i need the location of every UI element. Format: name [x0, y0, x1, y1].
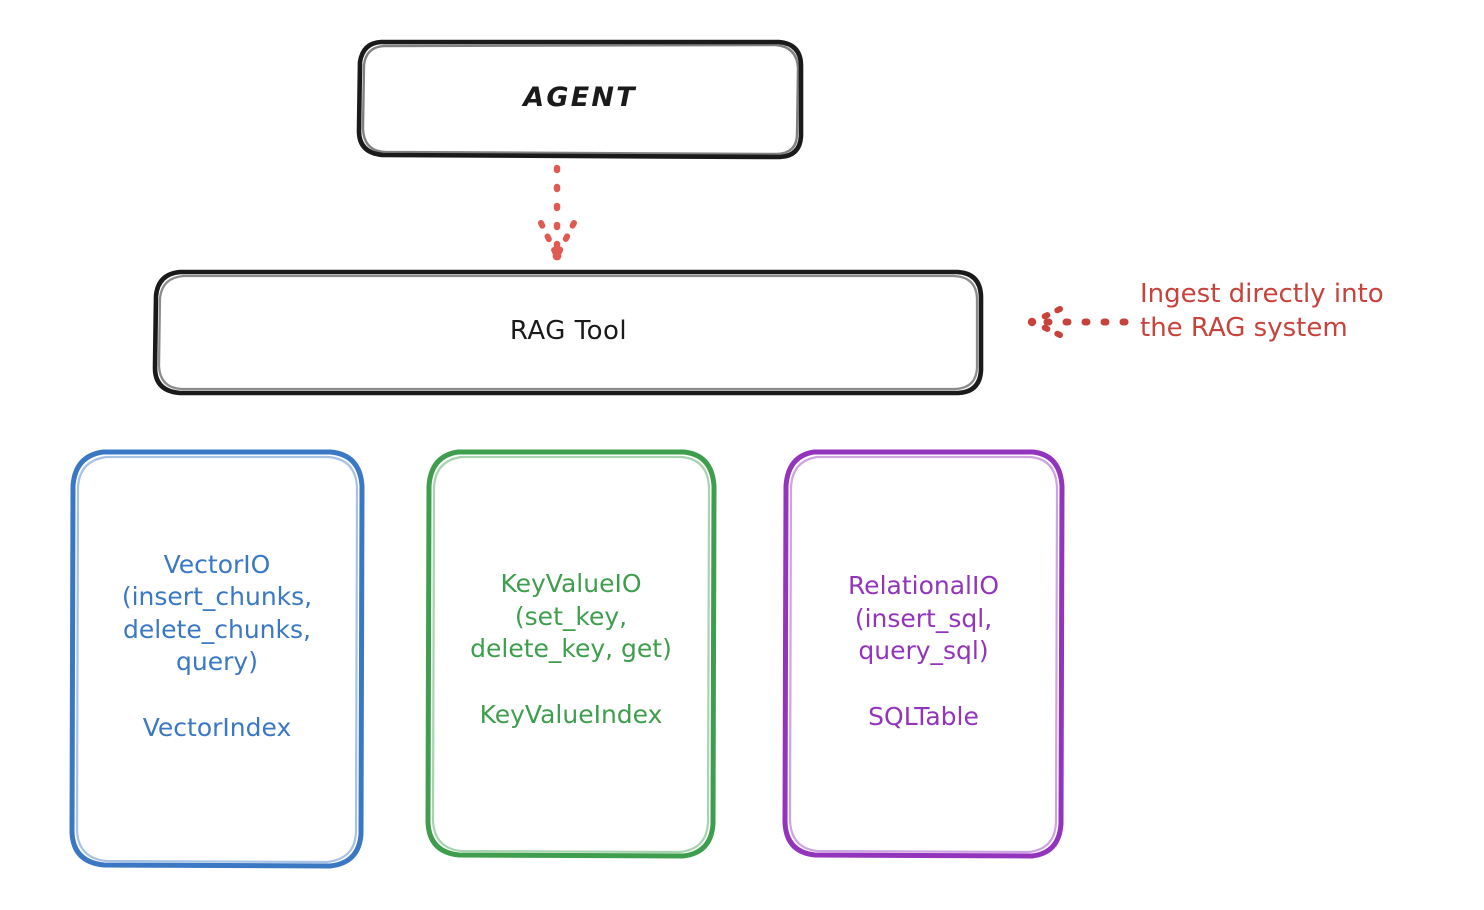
node-agent[interactable]: AGENT	[358, 40, 802, 157]
node-key-value-io-primary-label: KeyValueIO (set_key, delete_key, get)	[470, 569, 672, 663]
vector-io-box-outline	[69, 449, 365, 869]
node-key-value-io[interactable]: KeyValueIO (set_key, delete_key, get) Ke…	[428, 450, 714, 856]
node-relational-io-secondary-label: SQLTable	[868, 701, 979, 731]
node-vector-io-primary-label: VectorIO (insert_chunks, delete_chunks, …	[121, 549, 313, 677]
ingest-connector	[1027, 306, 1129, 338]
node-agent-label: AGENT	[523, 82, 637, 114]
agent-to-rag-tool-connector	[538, 164, 577, 261]
node-relational-io[interactable]: RelationalIO (insert_sql, query_sql) SQL…	[785, 450, 1062, 856]
node-relational-io-content: RelationalIO (insert_sql, query_sql) SQL…	[789, 570, 1058, 732]
node-vector-io-secondary-label: VectorIndex	[142, 712, 292, 742]
relational-io-box-outline	[782, 449, 1065, 859]
node-key-value-io-secondary-label: KeyValueIndex	[479, 699, 663, 729]
ingest-annotation-text: Ingest directly into the RAG system	[1140, 279, 1384, 343]
node-vector-io[interactable]: VectorIO (insert_chunks, delete_chunks, …	[72, 450, 362, 866]
node-rag-tool-label: RAG Tool	[509, 316, 628, 347]
agent-box-outline	[356, 39, 804, 160]
rag-tool-box-outline	[152, 269, 984, 396]
node-rag-tool[interactable]: RAG Tool	[155, 270, 982, 394]
key-value-io-box-outline	[425, 449, 717, 859]
node-vector-io-content: VectorIO (insert_chunks, delete_chunks, …	[78, 549, 356, 744]
node-relational-io-primary-label: RelationalIO (insert_sql, query_sql)	[847, 571, 1000, 665]
node-key-value-io-content: KeyValueIO (set_key, delete_key, get) Ke…	[432, 568, 710, 730]
